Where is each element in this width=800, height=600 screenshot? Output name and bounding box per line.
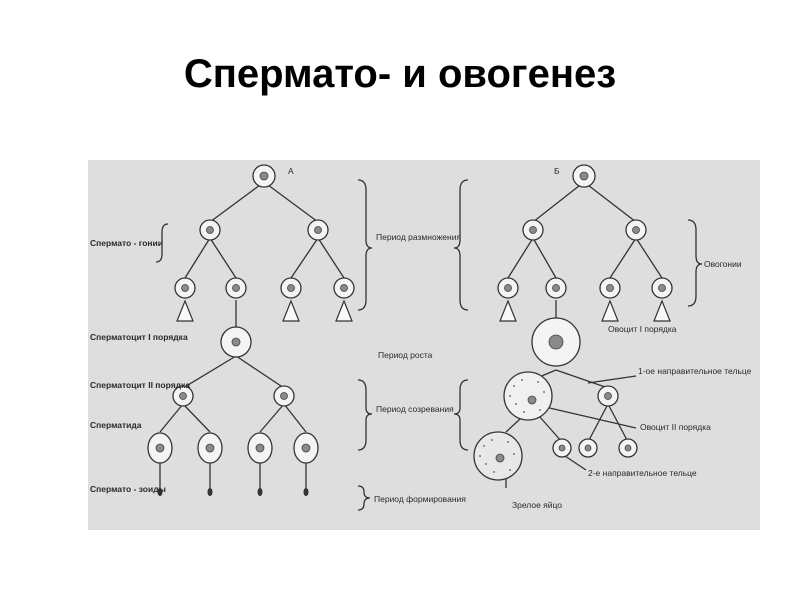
spermatocyte-1-cell (220, 326, 252, 358)
period-multiplication-label: Период размножения (376, 232, 461, 242)
spermatogonia-label: Спермато - гонии (90, 238, 163, 248)
spermatogonium-cell (199, 219, 329, 241)
oocyte-1-cell (531, 317, 581, 367)
spermatogonium-triangles (176, 299, 353, 322)
period-formation-label: Период формирования (374, 494, 466, 504)
period-growth-label: Период роста (378, 350, 433, 360)
oogonia-label: Овогонии (704, 259, 742, 269)
oogonium-cells (497, 164, 673, 299)
oocyte-2-cell (503, 371, 553, 421)
slide-title: Спермато- и овогенез (183, 52, 617, 96)
spermatid-label: Сперматида (90, 420, 142, 430)
spermatogonium-cell-top (252, 164, 276, 188)
spermatocyte-2-label: Сперматоцит II порядка (90, 380, 190, 390)
oogonium-triangles (499, 299, 671, 322)
polar-body-1-cell (597, 385, 619, 407)
mature-egg-label: Зрелое яйцо (512, 500, 562, 510)
polar-body-2-cells (552, 438, 638, 458)
spermatozoa-label: Спермато - зоиды (90, 484, 166, 494)
spermatocyte-1-label: Сперматоцит I порядка (90, 332, 188, 342)
oocyte-1-label: Овоцит I порядка (608, 324, 677, 334)
panel-a-label: А (288, 166, 294, 176)
spermatogonium-cell-row (174, 277, 355, 299)
panel-b-label: Б (554, 166, 560, 176)
spermatid-cells (147, 432, 319, 464)
period-maturation-label: Период созревания (376, 404, 454, 414)
spermatozoa-heads (157, 488, 309, 496)
polar-body-1-label: 1-ое направительное тельце (638, 366, 752, 376)
gametogenesis-diagram: А Спермат (88, 160, 760, 530)
oocyte-2-label: Овоцит II порядка (640, 422, 711, 432)
spermatocyte-2-cells (172, 385, 295, 407)
polar-body-2-label: 2-е направительное тельце (588, 468, 697, 478)
mature-egg-cell (473, 431, 523, 481)
